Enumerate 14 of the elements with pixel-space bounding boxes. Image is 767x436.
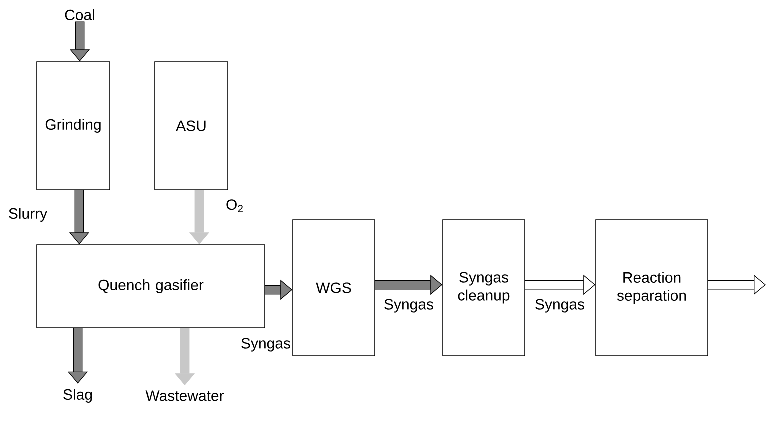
- edge-label: Syngas: [384, 299, 434, 313]
- stream-label: Coal: [65, 10, 94, 20]
- process-box: WGS: [292, 220, 376, 356]
- process-box: Grinding: [36, 62, 110, 190]
- stream-label: Slag: [64, 389, 92, 403]
- edge-label: Syngas: [242, 338, 290, 352]
- process-box: Quench gasifier: [36, 244, 266, 328]
- edge-label: Syngas: [536, 299, 584, 313]
- stream-label: Wastewater: [146, 390, 224, 402]
- edge-label: O$_{2}$: [226, 200, 243, 212]
- process-box: ASU: [154, 62, 228, 190]
- process-box: Reaction separation: [596, 220, 708, 356]
- edge-label: Slurry: [9, 208, 48, 222]
- process-box: Syngas cleanup: [442, 220, 526, 356]
